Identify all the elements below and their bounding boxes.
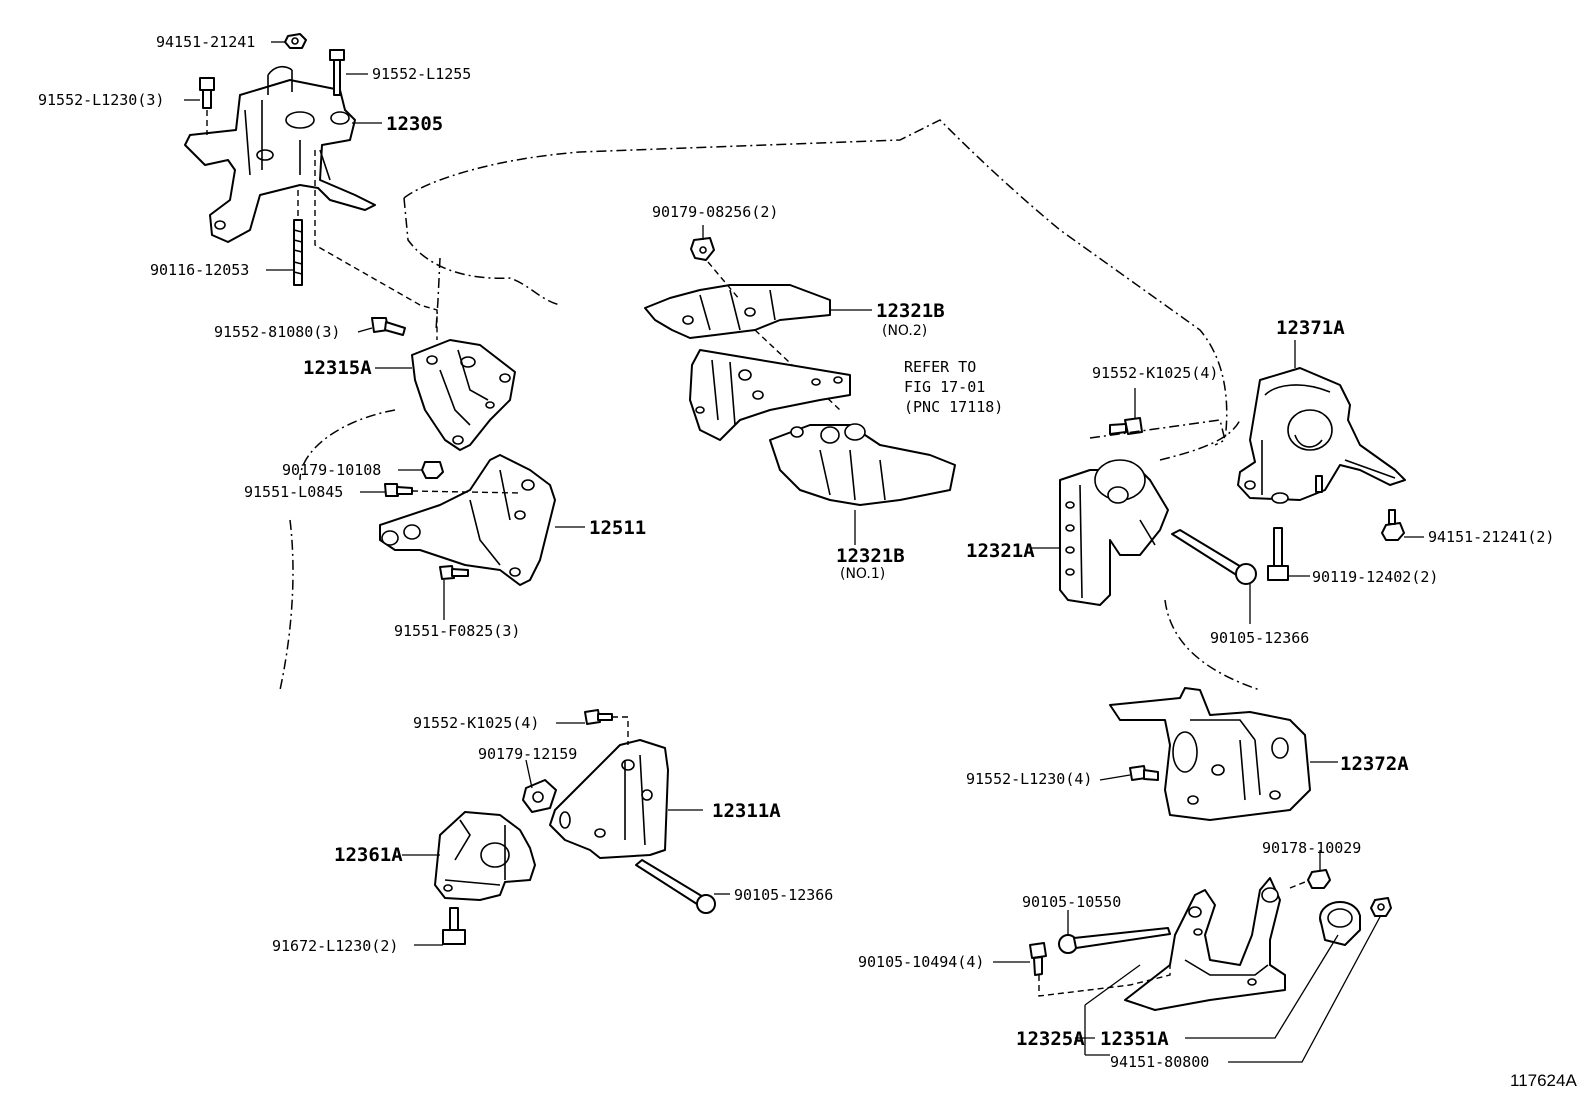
bracket-12321a-outline <box>1089 419 1226 446</box>
label-91552-l1255[interactable]: 91552-L1255 <box>372 65 471 83</box>
label-94151-80800[interactable]: 94151-80800 <box>1110 1053 1209 1071</box>
label-90119-12402-2[interactable]: 90119-12402(2) <box>1312 568 1438 586</box>
insulator-12321b-no2[interactable] <box>644 284 831 339</box>
bolt-90105-12366-bottom[interactable] <box>635 859 716 914</box>
bracket-12311a[interactable] <box>549 739 669 859</box>
bolt-91552-l1230-4[interactable] <box>1129 765 1159 781</box>
nut-94151-21241-top[interactable] <box>284 33 307 49</box>
guide-line-12305 <box>314 150 438 340</box>
refer-to-line1: REFER TO <box>904 358 976 376</box>
guide-line-10029 <box>1289 881 1306 889</box>
label-91552-l1230-3[interactable]: 91552-L1230(3) <box>38 91 164 109</box>
label-90179-10108[interactable]: 90179-10108 <box>282 461 381 479</box>
mount-12371a[interactable] <box>1237 367 1406 504</box>
label-91672-l1230-2[interactable]: 91672-L1230(2) <box>272 937 398 955</box>
label-91551-l0845[interactable]: 91551-L0845 <box>244 483 343 501</box>
bolt-91672-l1230[interactable] <box>442 907 466 945</box>
nut-94151-21241-2[interactable] <box>1381 509 1405 541</box>
part-labels: 94151-21241 91552-L1255 91552-L1230(3) 1… <box>38 33 1577 1090</box>
mount-12361a[interactable] <box>434 811 536 901</box>
insulator-12321b-no1[interactable] <box>769 423 956 506</box>
label-90178-10029[interactable]: 90178-10029 <box>1262 839 1361 857</box>
label-12361a[interactable]: 12361A <box>334 844 403 866</box>
label-12321b-no1-sub: (NO.1) <box>840 566 885 582</box>
label-91552-81080-3[interactable]: 91552-81080(3) <box>214 323 340 341</box>
label-91552-l1230-4[interactable]: 91552-L1230(4) <box>966 770 1092 788</box>
stud-90116-12053[interactable] <box>293 190 303 286</box>
bolt-90105-10494[interactable] <box>1029 942 1171 997</box>
refer-to-line2[interactable]: FIG 17-01 <box>904 378 985 396</box>
nut-90179-10108[interactable] <box>421 461 444 479</box>
guide-line-08256 <box>707 261 841 411</box>
label-91551-f0825-3[interactable]: 91551-F0825(3) <box>394 622 520 640</box>
bolt-91552-l1230-3[interactable] <box>199 77 215 135</box>
bolt-91552-k1025-top[interactable] <box>1109 417 1143 435</box>
label-90105-12366-bottom[interactable]: 90105-12366 <box>734 886 833 904</box>
refer-to-line3[interactable]: (PNC 17118) <box>904 398 1003 416</box>
label-12351a[interactable]: 12351A <box>1100 1028 1169 1050</box>
bolt-91552-k1025-bottom[interactable] <box>584 709 629 745</box>
nut-90179-12159[interactable] <box>522 779 557 813</box>
bolt-91551-f0825[interactable] <box>439 565 469 580</box>
mount-12372a[interactable] <box>1109 687 1311 821</box>
label-94151-21241[interactable]: 94151-21241 <box>156 33 255 51</box>
label-91552-k1025-4-bottom[interactable]: 91552-K1025(4) <box>413 714 539 732</box>
label-12321a[interactable]: 12321A <box>966 540 1035 562</box>
nut-90179-08256[interactable] <box>690 237 715 261</box>
label-90105-10494-4[interactable]: 90105-10494(4) <box>858 953 984 971</box>
label-90116-12053[interactable]: 90116-12053 <box>150 261 249 279</box>
bracket-12511[interactable] <box>379 454 556 586</box>
bolt-91551-l0845[interactable] <box>384 483 521 497</box>
bracket-12321a[interactable] <box>1059 459 1169 606</box>
label-90105-10550[interactable]: 90105-10550 <box>1022 893 1121 911</box>
nut-94151-80800[interactable] <box>1370 897 1392 917</box>
label-12311a[interactable]: 12311A <box>712 800 781 822</box>
bolt-90119-12402[interactable] <box>1267 527 1289 581</box>
stud-12371a[interactable] <box>1315 475 1323 493</box>
label-90179-08256-2[interactable]: 90179-08256(2) <box>652 203 778 221</box>
label-12325a[interactable]: 12325A <box>1016 1028 1085 1050</box>
label-90179-12159[interactable]: 90179-12159 <box>478 745 577 763</box>
bolt-90105-10550[interactable] <box>1058 927 1171 954</box>
label-94151-21241-2[interactable]: 94151-21241(2) <box>1428 528 1554 546</box>
label-12305[interactable]: 12305 <box>386 113 443 135</box>
bracket-12315a[interactable] <box>411 339 516 451</box>
label-91552-k1025-4-top[interactable]: 91552-K1025(4) <box>1092 364 1218 382</box>
leader-lines <box>184 41 1424 1063</box>
label-12321b-no1[interactable]: 12321B <box>836 545 905 567</box>
label-12511[interactable]: 12511 <box>589 517 646 539</box>
bolt-90105-12366-right[interactable] <box>1171 529 1257 585</box>
nut-90178-10029[interactable] <box>1307 869 1331 889</box>
bolt-91552-l1255[interactable] <box>329 49 345 96</box>
label-12321b-no2[interactable]: 12321B <box>876 300 945 322</box>
bracket-12325a[interactable] <box>1124 877 1286 1011</box>
label-12371a[interactable]: 12371A <box>1276 317 1345 339</box>
bracket-refer-17118[interactable] <box>689 349 851 441</box>
engine-mount-12305[interactable] <box>184 65 376 243</box>
label-12372a[interactable]: 12372A <box>1340 753 1409 775</box>
label-12321b-no2-sub: (NO.2) <box>882 323 927 339</box>
label-90105-12366-right[interactable]: 90105-12366 <box>1210 629 1309 647</box>
bolt-91552-81080[interactable] <box>371 317 406 336</box>
figure-id: 117624A <box>1510 1071 1577 1090</box>
mount-12351a[interactable] <box>1319 901 1361 946</box>
label-12315a[interactable]: 12315A <box>303 357 372 379</box>
